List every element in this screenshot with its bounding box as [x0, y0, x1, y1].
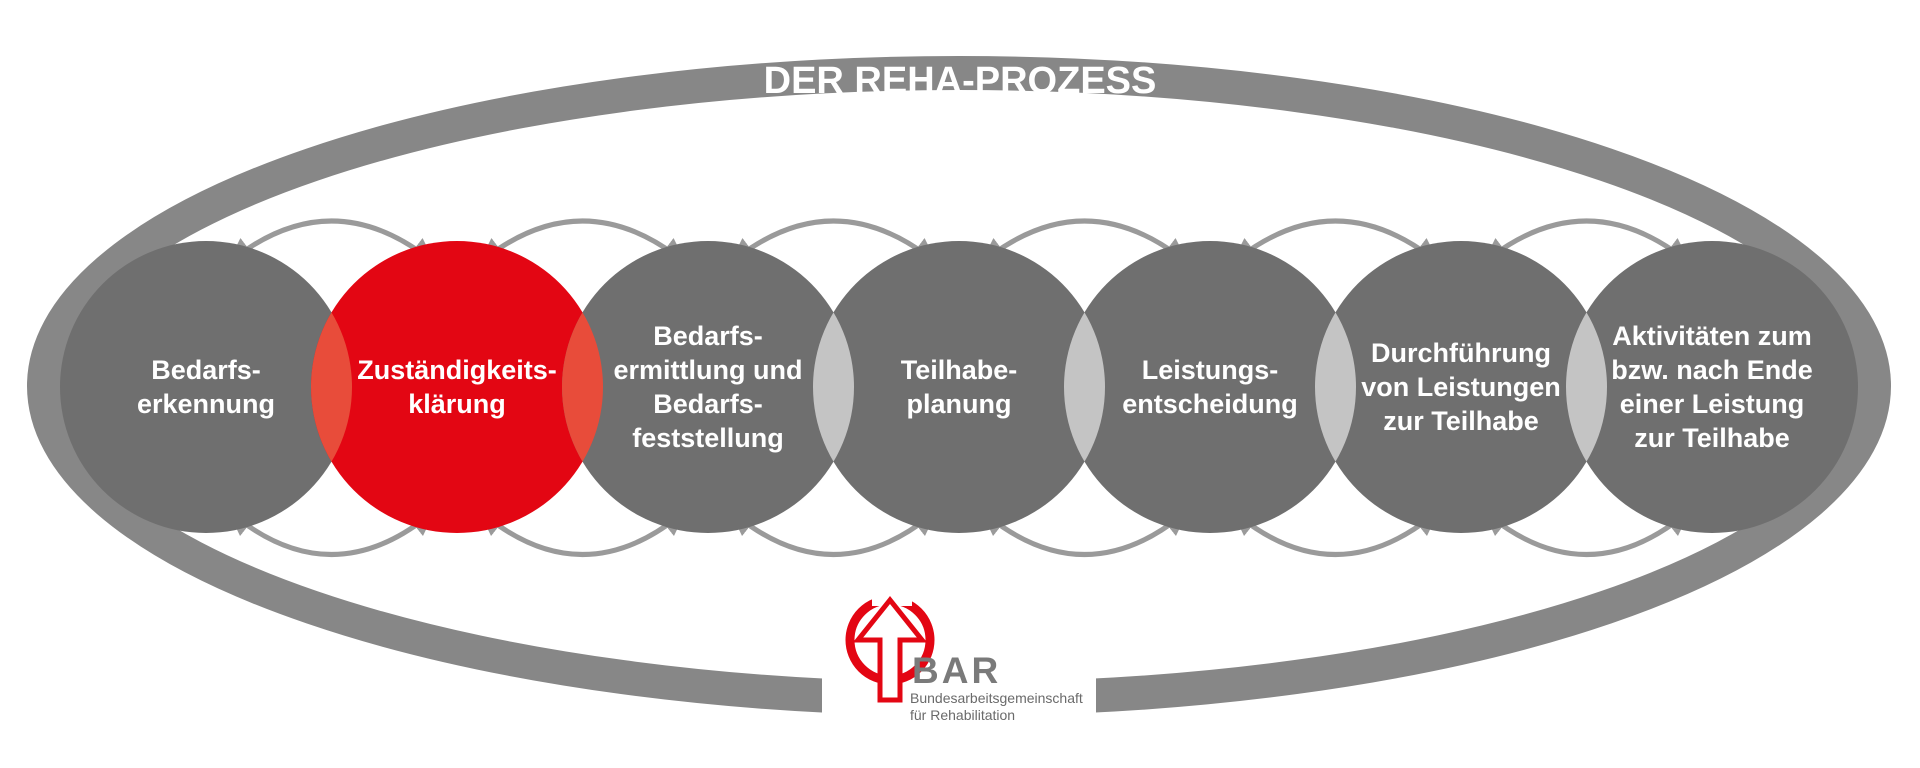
step-circle-3 [562, 241, 854, 533]
step-circle-4 [813, 241, 1105, 533]
double-arrow-top-6 [1483, 218, 1690, 264]
double-arrow-top-5 [1232, 218, 1439, 264]
double-arrow-top-4 [981, 218, 1188, 264]
step-label-7: Aktivitäten zum bzw. nach Ende einer Lei… [1611, 321, 1813, 453]
double-arrow-bottom-1 [228, 510, 435, 557]
double-arrow-bottom-6 [1483, 510, 1690, 557]
step-circle-5 [1064, 241, 1356, 533]
double-arrow-bottom-3 [730, 510, 937, 557]
double-arrow-top-1 [228, 218, 435, 264]
double-arrow-bottom-2 [479, 510, 686, 557]
diagram-title: DER REHA-PROZESS [763, 60, 1157, 102]
ring-gap [822, 640, 1096, 730]
step-circle-6 [1315, 241, 1607, 533]
double-arrow-bottom-5 [1232, 510, 1439, 557]
step-label-4: Teilhabe- planung [900, 355, 1018, 419]
step-label-3: Bedarfs- ermittlung und Bedarfs- festste… [613, 321, 803, 453]
logo-name: BAR [912, 650, 1002, 691]
step-circle-7 [1566, 241, 1858, 533]
bar-logo-mark [845, 590, 935, 703]
step-label-2: Zuständigkeits- klärung [357, 355, 557, 419]
logo-subtitle: Bundesarbeitsgemeinschaft für Rehabilita… [910, 690, 1083, 723]
step-circle-2 [311, 241, 603, 533]
step-circle-1 [60, 241, 352, 533]
step-label-1: Bedarfs- erkennung [136, 355, 276, 419]
double-arrow-top-2 [479, 218, 686, 264]
step-label-5: Leistungs- entscheidung [1122, 355, 1298, 419]
step-label-6: Durchführung von Leistungen zur Teilhabe [1361, 338, 1561, 436]
double-arrow-top-3 [730, 218, 937, 264]
double-arrow-bottom-4 [981, 510, 1188, 557]
